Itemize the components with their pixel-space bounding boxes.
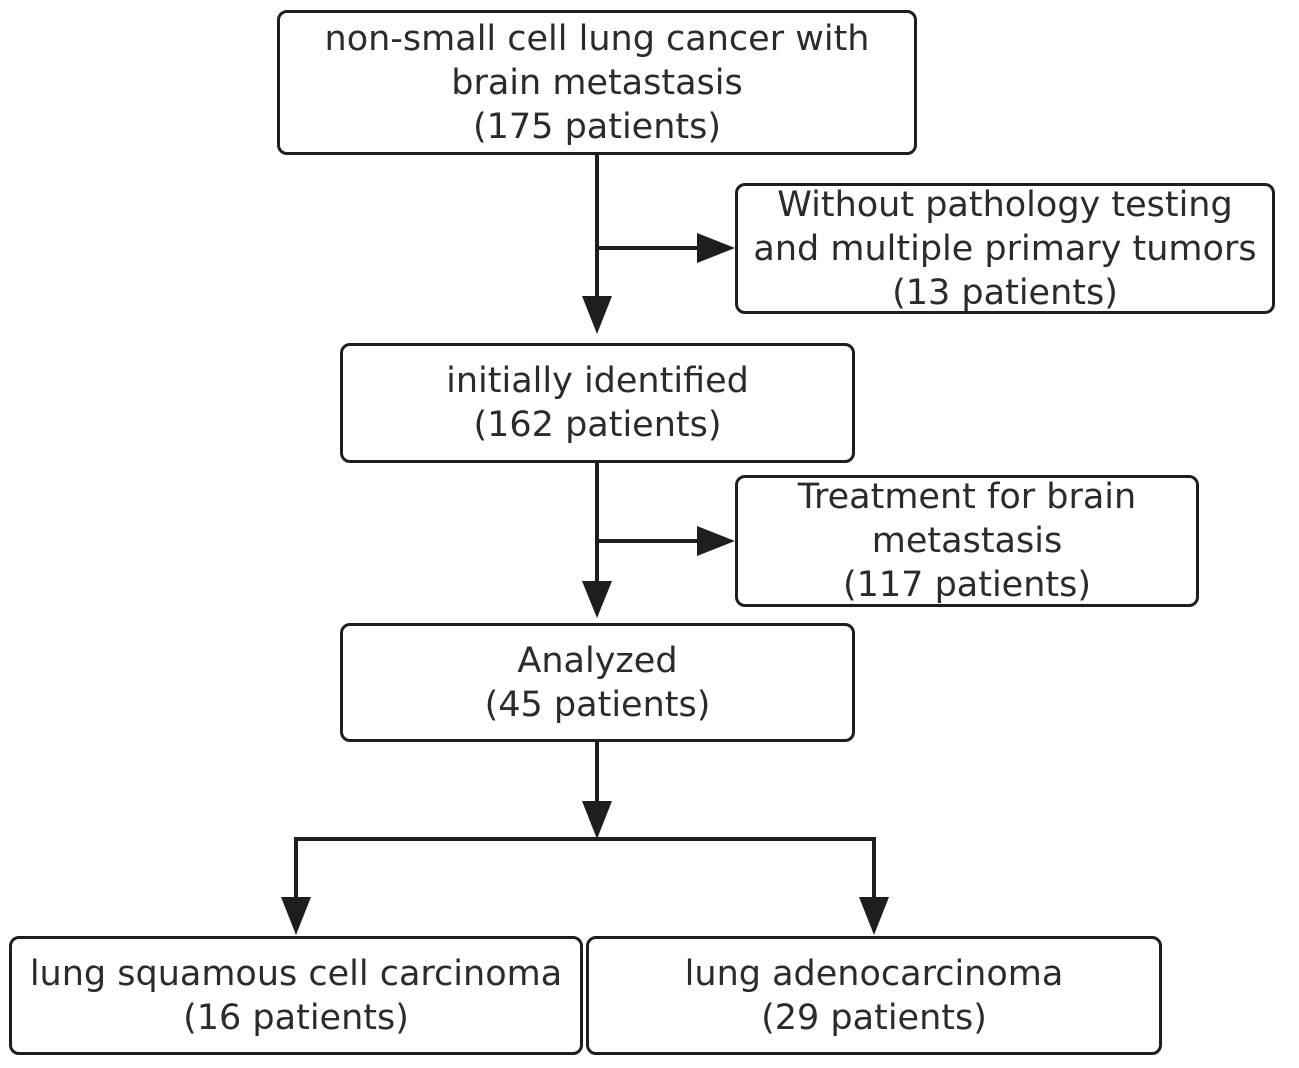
node-excluded-1-line-2: and multiple primary tumors	[753, 228, 1257, 269]
arrowhead-squamous	[281, 897, 311, 935]
arrowhead-adeno	[859, 897, 889, 935]
node-squamous-line-1: lung squamous cell carcinoma	[29, 953, 563, 994]
node-analyzed-line-1: Analyzed	[517, 640, 678, 681]
node-identified-line-1: initially identified	[446, 361, 749, 401]
node-adeno: lung adenocarcinoma (29 patients)	[586, 936, 1162, 1055]
node-excluded-2-line-1: Treatment for brain	[797, 477, 1137, 517]
arrowhead-split	[582, 801, 612, 839]
arrowhead-excluded1	[697, 233, 735, 263]
arrowhead-excluded2	[697, 526, 735, 556]
node-analyzed: Analyzed (45 patients)	[340, 623, 855, 742]
node-identified-line-2: (162 patients)	[473, 405, 722, 445]
node-excluded-1-line-1: Without pathology testing	[777, 184, 1233, 225]
node-start-line-2: brain metastasis	[451, 62, 743, 103]
node-excluded-1-line-3: (13 patients)	[892, 272, 1118, 313]
arrowhead-analyzed	[582, 581, 612, 618]
node-adeno-line-2: (29 patients)	[761, 997, 987, 1038]
node-squamous: lung squamous cell carcinoma (16 patient…	[9, 936, 583, 1055]
node-start-line-1: non-small cell lung cancer with	[324, 18, 870, 59]
node-squamous-line-2: (16 patients)	[183, 997, 409, 1038]
node-excluded-2-line-3: (117 patients)	[842, 565, 1092, 605]
node-excluded-2: Treatment for brain metastasis (117 pati…	[735, 475, 1199, 607]
node-identified: initially identified (162 patients)	[340, 343, 855, 463]
node-start-line-3: (175 patients)	[472, 106, 722, 147]
arrowhead-identified	[582, 296, 612, 334]
node-adeno-line-1: lung adenocarcinoma	[684, 953, 1064, 994]
node-analyzed-line-2: (45 patients)	[484, 684, 711, 725]
node-excluded-1: Without pathology testing and multiple p…	[735, 183, 1275, 314]
node-excluded-2-line-2: metastasis	[871, 521, 1063, 561]
node-start: non-small cell lung cancer with brain me…	[277, 10, 917, 155]
